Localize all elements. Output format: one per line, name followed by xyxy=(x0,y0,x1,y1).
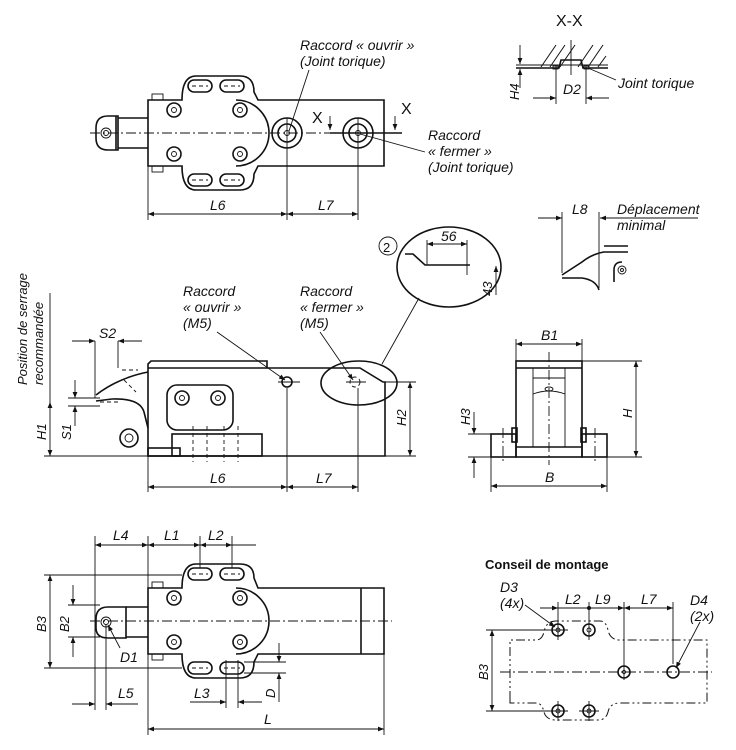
dim-L7: L7 xyxy=(318,197,335,213)
dim-L8: L8 xyxy=(572,201,588,217)
dim-mount-L7: L7 xyxy=(641,591,658,607)
section-xx-view: X-X H4 D2 Joint torique xyxy=(507,13,694,104)
detail-2: 2 56 43 xyxy=(378,226,502,365)
dim-L4: L4 xyxy=(113,527,129,543)
mounting-view: Conseil de montage xyxy=(485,557,609,572)
front-view: B1 B H H3 xyxy=(458,327,642,492)
detail-marker-number: 2 xyxy=(383,240,390,255)
dim-L1: L1 xyxy=(164,527,180,543)
clamp-arm-lug xyxy=(95,115,119,151)
label-displacement: Déplacement xyxy=(617,201,701,217)
dim-S2: S2 xyxy=(99,325,116,341)
label-minimal: minimal xyxy=(617,217,666,233)
dim-H2: H2 xyxy=(394,409,409,426)
top-view: X X L6 L7 Raccord « ouvrir » (Joint tori… xyxy=(90,37,514,220)
callout-d3: D3 xyxy=(500,579,518,595)
clamp-body-outline xyxy=(147,75,385,191)
detail-marker xyxy=(378,236,398,256)
callout-open-line2: (Joint torique) xyxy=(300,53,386,69)
detail-min-displacement: L8 Déplacement minimal xyxy=(538,201,701,291)
dim-H4: H4 xyxy=(507,83,522,100)
side-body-outline xyxy=(147,360,386,457)
dim-mount-B3: B3 xyxy=(476,663,491,680)
dim-mount-L2: L2 xyxy=(565,591,581,607)
callout-close-m5-2: « fermer » xyxy=(300,299,364,315)
dim-B3: B3 xyxy=(34,615,49,632)
dim-S1: S1 xyxy=(59,424,74,440)
dim-mount-L9: L9 xyxy=(595,591,611,607)
dim-L: L xyxy=(264,711,272,727)
side-view: Position de serrage recommandée Raccord … xyxy=(15,273,416,492)
dim-L2: L2 xyxy=(208,527,224,543)
bottom-view: L4 L1 L2 B3 B2 D1 L5 L3 D xyxy=(34,527,392,735)
label-clamp-position-1: Position de serrage xyxy=(15,273,30,385)
dim-L7-side: L7 xyxy=(316,470,333,486)
callout-close-line2: « fermer » xyxy=(428,143,492,159)
mounting-dims: L2 L9 L7 B3 D3 (4x) D4 (2x) xyxy=(476,579,714,721)
dim-L5: L5 xyxy=(118,685,134,701)
callout-open-m5-2: « ouvrir » xyxy=(183,299,242,315)
dim-H3: H3 xyxy=(458,408,473,425)
mounting-title: Conseil de montage xyxy=(485,557,609,572)
label-clamp-position-2: recommandée xyxy=(31,302,46,385)
dim-B: B xyxy=(545,469,554,485)
dim-D2: D2 xyxy=(563,81,581,97)
callout-close-m5-3: (M5) xyxy=(300,315,329,331)
callout-open-m5-1: Raccord xyxy=(183,283,236,299)
section-marker-right: X xyxy=(401,101,412,118)
callout-d3-count: (4x) xyxy=(500,595,524,611)
callout-open-line1: Raccord « ouvrir » xyxy=(300,37,415,53)
callout-close-line1: Raccord xyxy=(428,127,481,143)
section-marker-left: X xyxy=(312,110,323,127)
dim-L6-side: L6 xyxy=(210,470,226,486)
dim-B1: B1 xyxy=(541,327,558,343)
callout-d4: D4 xyxy=(690,592,708,608)
dim-L3: L3 xyxy=(194,685,210,701)
dim-L6: L6 xyxy=(210,197,226,213)
mounting-holes-d3 xyxy=(548,620,599,721)
callout-close-m5-1: Raccord xyxy=(300,283,353,299)
detail-2-circle xyxy=(320,360,398,406)
piston-dome xyxy=(235,99,270,167)
callout-open-m5-3: (M5) xyxy=(183,315,212,331)
section-title: X-X xyxy=(556,13,583,30)
dim-D1: D1 xyxy=(120,649,138,665)
dim-43: 43 xyxy=(480,281,495,296)
dim-H1: H1 xyxy=(34,423,49,440)
dim-56: 56 xyxy=(441,228,457,244)
callout-close-line3: (Joint torique) xyxy=(428,159,514,175)
dim-H: H xyxy=(620,408,635,418)
dim-B2: B2 xyxy=(57,615,72,632)
callout-d4-count: (2x) xyxy=(690,608,714,624)
dim-D: D xyxy=(263,689,278,698)
callout-oring: Joint torique xyxy=(617,75,694,91)
